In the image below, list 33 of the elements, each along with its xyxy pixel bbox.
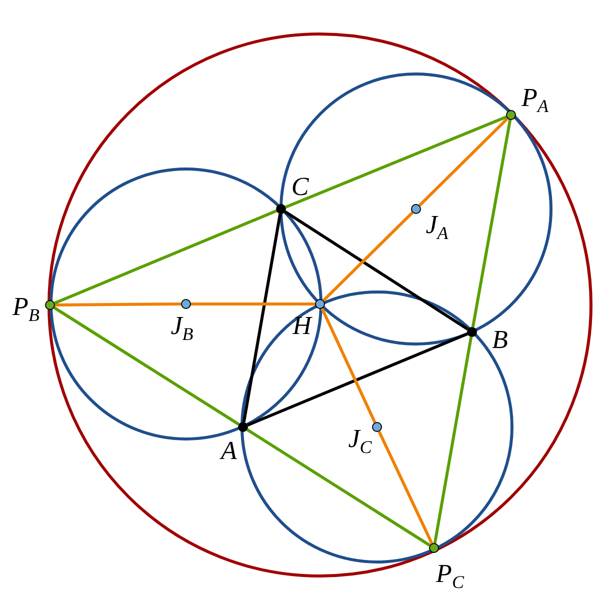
line-segment	[322, 211, 414, 302]
line-segment	[53, 306, 240, 426]
point-label: J$_{A}$	[426, 212, 448, 242]
line-segment	[433, 336, 473, 544]
point-label: A	[221, 438, 237, 464]
point-label: P$_{B}$	[12, 294, 40, 324]
line-segment	[242, 214, 282, 422]
line-segment	[285, 116, 507, 208]
point-label: B	[492, 327, 508, 353]
line-segment	[471, 120, 512, 328]
point-marker	[372, 422, 382, 432]
line-segment	[418, 117, 508, 207]
point-marker	[429, 543, 439, 553]
point-marker	[238, 422, 248, 432]
line-segment	[191, 302, 315, 306]
line-segment	[54, 302, 182, 306]
point-label: J$_{C}$	[348, 426, 372, 456]
point-label: P$_{A}$	[522, 84, 548, 116]
point-marker	[506, 110, 516, 120]
point-marker	[181, 299, 191, 309]
point-marker	[276, 204, 286, 214]
point-marker	[411, 204, 421, 214]
point-label: H	[292, 313, 312, 339]
line-segment	[247, 332, 468, 426]
line-segment	[246, 428, 431, 547]
point-label: C	[291, 174, 309, 200]
line-segment	[284, 210, 469, 331]
line-segment	[54, 210, 277, 304]
point-label: J$_{B}$	[170, 312, 194, 344]
line-segment	[320, 308, 376, 424]
line-segment	[378, 430, 434, 544]
point-marker	[45, 300, 55, 310]
point-label: P$_{C}$	[436, 560, 464, 592]
